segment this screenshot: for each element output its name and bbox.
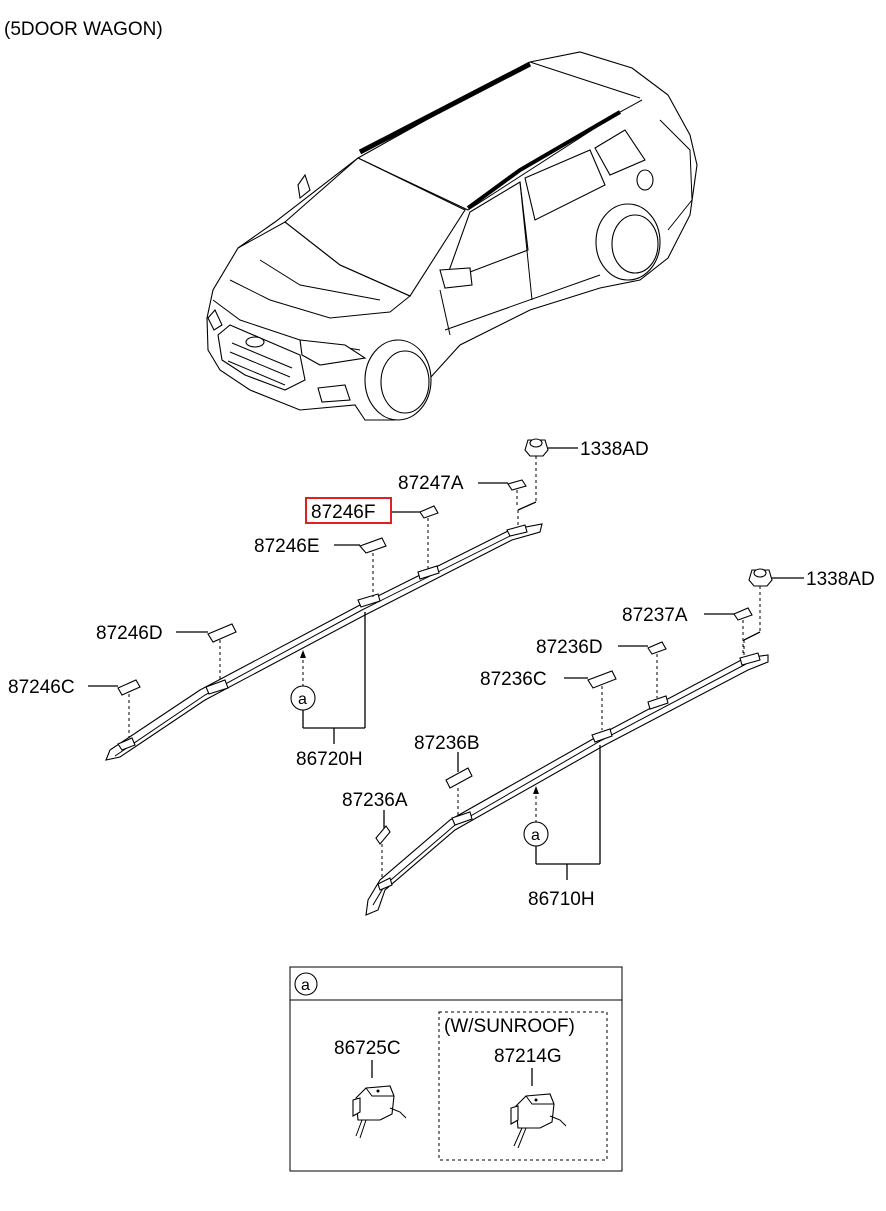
label-87214g: 87214G xyxy=(494,1046,562,1067)
nut-1338ad-left xyxy=(517,438,578,528)
label-87237a: 87237A xyxy=(622,605,688,626)
left-roof-rail xyxy=(105,523,543,761)
callout-a-left: a xyxy=(298,691,307,708)
clip-87246f xyxy=(392,505,439,572)
clip-86725c-drawing xyxy=(352,1060,407,1139)
label-87236d: 87236D xyxy=(536,637,603,658)
detail-marker: a xyxy=(301,977,310,994)
right-rail-callout xyxy=(523,745,601,880)
label-87246f[interactable]: 87246F xyxy=(311,502,375,523)
variant-title: (5DOOR WAGON) xyxy=(4,19,163,40)
left-rail-callout xyxy=(290,612,366,744)
label-87246e: 87246E xyxy=(254,536,320,557)
detail-box xyxy=(289,966,623,1172)
label-87246d: 87246D xyxy=(96,623,163,644)
clip-87237a xyxy=(704,607,753,654)
label-87236b: 87236B xyxy=(414,733,480,754)
clip-87246c xyxy=(88,679,141,738)
nut-1338ad-right xyxy=(743,568,804,658)
clip-87236a xyxy=(375,810,391,880)
clip-87247a xyxy=(478,479,527,506)
clip-87214g-drawing xyxy=(510,1068,567,1149)
label-86725c: 86725C xyxy=(334,1038,401,1059)
clip-87246e xyxy=(334,537,387,597)
right-roof-rail xyxy=(365,652,769,916)
clip-87236d xyxy=(618,641,667,698)
callout-a-right: a xyxy=(531,827,540,844)
label-87236a: 87236A xyxy=(342,790,408,811)
car-illustration xyxy=(206,51,698,421)
sunroof-title: (W/SUNROOF) xyxy=(444,1016,575,1037)
label-87236c: 87236C xyxy=(480,669,547,690)
clip-87236c xyxy=(564,670,617,730)
highlight-box-87246f xyxy=(305,497,392,524)
clip-87246d xyxy=(176,623,237,680)
label-86710h: 86710H xyxy=(528,889,595,910)
label-87247a: 87247A xyxy=(398,473,464,494)
label-1338ad-left: 1338AD xyxy=(580,439,649,460)
label-86720h: 86720H xyxy=(296,749,363,770)
clip-87236b xyxy=(445,752,473,818)
label-1338ad-right: 1338AD xyxy=(806,569,875,590)
label-87246c: 87246C xyxy=(8,677,75,698)
